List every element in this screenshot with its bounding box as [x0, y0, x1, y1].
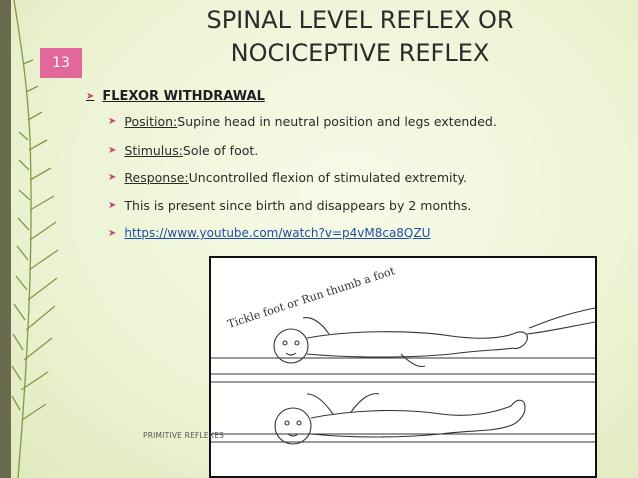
bullet-text: Uncontrolled flexion of stimulated extre… [188, 170, 467, 185]
arrow-bullet-icon: ➤ [108, 116, 117, 127]
slide-number-badge: 13 [40, 48, 82, 78]
left-decor-bar [0, 0, 11, 478]
bullet-label: Position: [124, 114, 178, 129]
image-caption: Tickle foot or Run thumb a foot [226, 264, 397, 331]
infant-sketch: Tickle foot or Run thumb a foot [211, 264, 595, 445]
slide-number: 13 [52, 55, 70, 71]
slide-title: SPINAL LEVEL REFLEX OR NOCICEPTIVE REFLE… [206, 6, 514, 67]
bullet-timeline: ➤ This is present since birth and disapp… [108, 198, 471, 213]
infant-reflex-illustration: Tickle foot or Run thumb a foot [209, 256, 597, 478]
bullet-text: Supine head in neutral position and legs… [177, 114, 497, 129]
youtube-link[interactable]: https://www.youtube.com/watch?v=p4vM8ca8… [124, 226, 431, 240]
arrow-bullet-icon: ➤ [108, 227, 117, 239]
arrow-bullet-icon: ➤ [108, 200, 117, 211]
slide-footer: PRIMITIVE REFLEXES [143, 431, 225, 440]
bullet-stimulus: ➤ Stimulus: Sole of foot. [108, 143, 258, 158]
bullet-label: Response: [124, 170, 189, 185]
bullet-text: This is present since birth and disappea… [124, 198, 472, 213]
arrow-bullet-icon: ➤ [108, 172, 117, 183]
bullet-response: ➤ Response: Uncontrolled flexion of stim… [108, 170, 467, 185]
fern-decoration [11, 0, 59, 478]
bullet-position: ➤ Position: Supine head in neutral posit… [108, 114, 497, 129]
heading-text: FLEXOR WITHDRAWAL [102, 89, 265, 104]
arrow-bullet-icon: ➤ [86, 91, 95, 102]
bullet-text: Sole of foot. [182, 143, 259, 158]
arrow-bullet-icon: ➤ [108, 145, 117, 156]
bullet-link: ➤ https://www.youtube.com/watch?v=p4vM8c… [108, 226, 430, 240]
section-heading: ➤ FLEXOR WITHDRAWAL [86, 89, 265, 104]
bullet-label: Stimulus: [124, 143, 183, 158]
